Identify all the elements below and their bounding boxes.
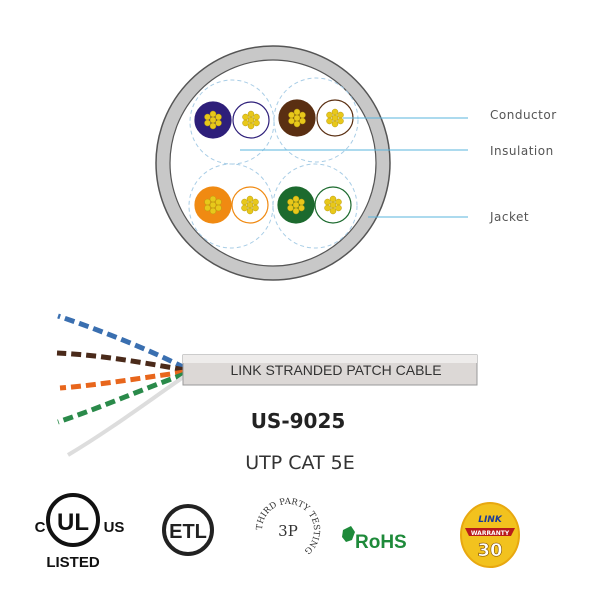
conductor-strand <box>204 119 211 127</box>
conductor-strand <box>242 119 249 127</box>
jacket-print: LINK STRANDED PATCH CABLE <box>230 362 441 378</box>
conductor-strand <box>204 198 211 206</box>
conductor-strand <box>241 198 248 206</box>
conductor-strand <box>247 122 255 130</box>
conductor-strand <box>252 198 259 206</box>
conductor-strand <box>215 204 222 212</box>
conductor-strand <box>209 122 217 130</box>
conductor-strand <box>246 201 254 209</box>
conductor-strand <box>204 113 211 121</box>
ribbon <box>465 528 515 536</box>
insulation-label: Insulation <box>490 144 554 158</box>
conductor-strand <box>253 113 260 121</box>
3p-mark: 3P <box>278 522 298 540</box>
conductor-strand <box>324 198 331 206</box>
conductor-strand <box>246 207 254 215</box>
conductor-strand <box>329 207 337 215</box>
warranty-years: 30 <box>477 540 502 561</box>
ul-mark: UL <box>57 509 89 536</box>
jacket-label: Jacket <box>489 210 529 224</box>
warranty-ribbon-text: WARRANTY <box>471 530 510 537</box>
conductor-strand <box>299 111 306 119</box>
conductor-strand <box>331 114 339 122</box>
conductor-strand <box>209 195 217 203</box>
third-party-testing-logo: THIRD PARTY TESTING 3P <box>255 497 321 556</box>
ul-us: US <box>104 519 125 536</box>
rohs-mark: RoHS <box>355 532 407 553</box>
conductor-strand <box>209 201 217 209</box>
ul-c: C <box>35 519 46 536</box>
wire-orange <box>59 369 186 391</box>
conductor-strand <box>337 117 344 125</box>
jacket-highlight <box>183 355 477 363</box>
conductor-strand <box>329 201 337 209</box>
conductor-strand <box>299 117 306 125</box>
conductor-strand <box>335 204 342 212</box>
conductor-strand <box>247 110 255 118</box>
conductor-strand <box>209 110 217 118</box>
conductor-strand <box>204 204 211 212</box>
conductor-strand <box>293 108 301 116</box>
wire-brown <box>56 350 186 373</box>
conductor-strand <box>292 207 300 215</box>
conductor-strand <box>252 204 259 212</box>
model-number: US-9025 <box>251 409 346 433</box>
conductor-strand <box>331 120 339 128</box>
conductor-strand <box>215 198 222 206</box>
pair-boundary <box>273 77 359 163</box>
conductor-strand <box>241 204 248 212</box>
conductor-strand <box>287 198 294 206</box>
conductor-strand <box>288 117 295 125</box>
pair-boundary <box>188 163 274 249</box>
conductor-strand <box>247 116 255 124</box>
conductor-strand <box>298 198 305 206</box>
conductor-strand <box>293 114 301 122</box>
warranty-brand: LINK <box>478 515 503 525</box>
conductor-strand <box>293 120 301 128</box>
conductor-strand <box>331 108 339 116</box>
conductor-strand <box>335 198 342 206</box>
conductor-label: Conductor <box>490 108 557 122</box>
conductor-strand <box>326 111 333 119</box>
conductor-strand <box>246 195 254 203</box>
conductor-strand <box>329 195 337 203</box>
ul-listed: LISTED <box>46 554 100 571</box>
conductor-strand <box>292 195 300 203</box>
cable-type: UTP CAT 5E <box>245 452 355 474</box>
conductor-strand <box>215 113 222 121</box>
conductor-strand <box>242 113 249 121</box>
wire-green <box>57 371 186 425</box>
conductor-strand <box>326 117 333 125</box>
conductor-strand <box>324 204 331 212</box>
warranty-badge: LINK WARRANTY 30 <box>460 502 520 568</box>
conductor-strand <box>209 207 217 215</box>
conductor-strand <box>209 116 217 124</box>
pair-boundary <box>272 163 358 249</box>
conductor-strand <box>215 119 222 127</box>
wire-blue <box>57 313 187 371</box>
etl-mark: ETL <box>169 521 207 543</box>
ul-listed-logo: UL C US LISTED <box>35 493 125 571</box>
leaf-icon <box>342 526 355 542</box>
rohs-logo: RoHS <box>342 526 407 553</box>
conductor-strand <box>288 111 295 119</box>
conductor-strand <box>337 111 344 119</box>
etl-logo: ETL <box>162 504 214 556</box>
cable-cross-section: Conductor Insulation Jacket <box>155 45 557 281</box>
wire-white <box>66 374 187 457</box>
conductor-strand <box>253 119 260 127</box>
conductor-strand <box>287 204 294 212</box>
conductor-strand <box>298 204 305 212</box>
conductor-strand <box>292 201 300 209</box>
cable-illustration: LINK STRANDED PATCH CABLE <box>56 313 478 457</box>
